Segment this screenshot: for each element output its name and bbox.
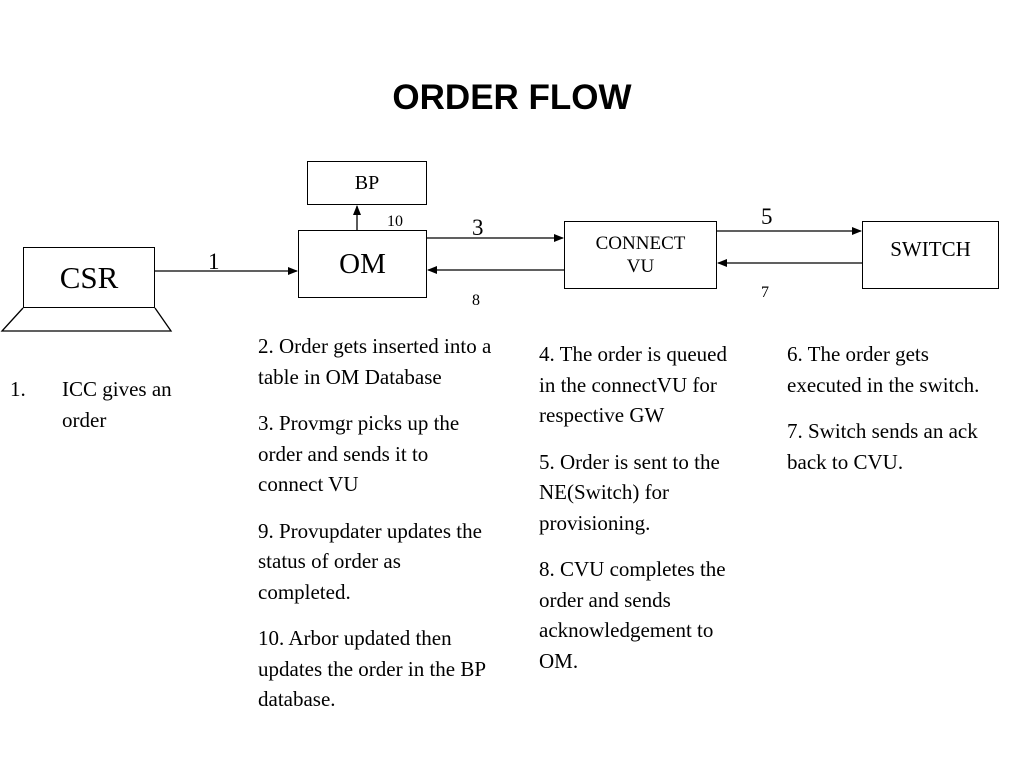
connect-vu-box: CONNECT VU (564, 221, 717, 289)
switch-step: 7. Switch sends an ack back to CVU. (787, 419, 978, 474)
om-steps-column: 2. Order gets inserted into a table in O… (258, 331, 498, 731)
arrow-label-10: 10 (387, 213, 403, 230)
csr-label: CSR (59, 259, 119, 295)
csr-box: CSR (23, 247, 155, 308)
connect-vu-step: 8. CVU completes the order and sends ack… (539, 557, 726, 673)
bp-label: BP (354, 171, 380, 194)
switch-label: SWITCH (890, 236, 971, 261)
connect-vu-step: 5. Order is sent to the NE(Switch) for p… (539, 449, 720, 535)
step-1-number: 1. (10, 377, 26, 401)
step-1-text: ICC gives an order (62, 377, 172, 432)
connect-vu-steps-column: 4. The order is queued in the connectVU … (539, 339, 739, 692)
arrow-label-1: 1 (208, 249, 220, 274)
om-step: 9. Provupdater updates the status of ord… (258, 518, 482, 604)
om-step: 3. Provmgr picks up the order and sends … (258, 411, 460, 496)
page-title: ORDER FLOW (392, 78, 632, 117)
switch-steps-column: 6. The order gets executed in the switch… (787, 339, 1007, 493)
om-label: OM (339, 247, 386, 280)
om-step: 10. Arbor updated then updates the order… (258, 626, 486, 711)
arrow-label-8: 8 (472, 292, 480, 309)
laptop-base-icon (0, 307, 173, 332)
om-step: 2. Order gets inserted into a table in O… (258, 334, 492, 389)
switch-box: SWITCH (862, 221, 999, 289)
connect-vu-label-line2: VU (626, 256, 655, 277)
arrow-label-3: 3 (472, 215, 484, 240)
bp-box: BP (307, 161, 427, 205)
connect-vu-label-line1: CONNECT (595, 233, 686, 254)
om-box: OM (298, 230, 427, 298)
connect-vu-step: 4. The order is queued in the connectVU … (539, 342, 727, 427)
arrow-label-7: 7 (761, 284, 769, 301)
switch-step: 6. The order gets executed in the switch… (787, 342, 980, 397)
arrow-label-5: 5 (761, 204, 773, 229)
